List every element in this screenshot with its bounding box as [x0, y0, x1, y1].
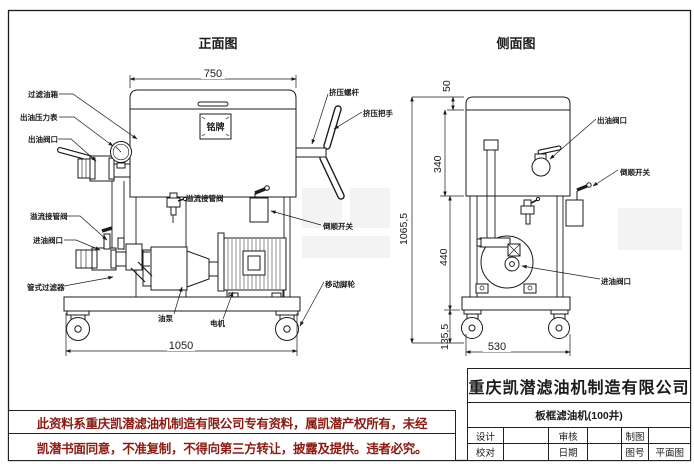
side-reverse-switch — [565, 182, 592, 227]
label-reverse-switch-front: 倒顺开关 — [322, 221, 353, 231]
side-outlet-valve — [531, 145, 562, 177]
disclaimer-line-1: 此资料系重庆凯潜滤油机制造有限公司专有资料，属凯潜产权所有，未经 — [9, 411, 455, 434]
cell-date-value — [588, 444, 622, 460]
caster-wheel-right — [275, 310, 299, 341]
side-view-title: 侧面图 — [496, 36, 535, 51]
title-block: 重庆凯潜滤油机制造有限公司 板框滤油机(100井) 设计 审核 制图 校对 日期… — [467, 368, 691, 461]
pump-and-motor — [142, 232, 287, 298]
label-caster: 移动脚轮 — [325, 279, 355, 289]
product-name: 板框滤油机(100井) — [468, 403, 690, 428]
label-press-handle: 挤压把手 — [363, 108, 393, 118]
label-press-screw: 挤压螺杆 — [329, 87, 359, 97]
disclaimer-line-2: 凯潜书面同意，不准复制，不得向第三方转让，披露及提供。违者必究。 — [36, 441, 428, 456]
inlet-valve-assembly — [75, 226, 153, 283]
label-motor: 电机 — [210, 318, 225, 328]
label-side-reverse-switch: 倒顺开关 — [619, 167, 650, 177]
disclaimer-box: 此资料系重庆凯潜滤油机制造有限公司专有资料，属凯潜产权所有，未经 凯潜书面同意，… — [8, 410, 456, 461]
side-pump — [475, 196, 541, 294]
leader-lines — [58, 93, 619, 327]
cell-proof-value — [504, 444, 550, 460]
side-dimensions — [410, 96, 571, 356]
dim-overall-height: 1065,5 — [398, 213, 410, 245]
nameplate-text: 铭牌 — [206, 121, 224, 132]
cell-drawing-no: 图号 — [622, 444, 650, 460]
label-outlet-pressure-gauge: 出油压力表 — [20, 112, 58, 122]
outlet-valve-assembly — [57, 141, 132, 182]
label-overflow-pipe-valve-mid: 溢流接管阀 — [186, 193, 224, 203]
cell-design: 设计 — [468, 428, 504, 443]
cell-date: 日期 — [549, 444, 588, 460]
dim-base-height: 135,5 — [439, 324, 451, 350]
front-view-title: 正面图 — [198, 36, 237, 51]
cell-design-value — [504, 428, 550, 443]
dim-tank-width: 750 — [204, 68, 222, 80]
dim-frame-width: 530 — [488, 341, 506, 353]
side-view-geometry — [461, 96, 592, 339]
dim-lid-height: 50 — [441, 80, 453, 92]
cell-draft: 制图 — [622, 428, 650, 443]
label-oil-pump: 油泵 — [158, 313, 173, 323]
inlet-valve-port-shape — [504, 256, 520, 272]
cell-drawing-name: 平面图 — [655, 448, 684, 459]
side-caster-left — [461, 309, 483, 339]
side-caster-right — [548, 309, 570, 339]
title-block-row-2: 校对 日期 图号 平面图 — [468, 444, 690, 460]
press-screw-handle-shape — [295, 105, 345, 200]
dim-overall-width: 1050 — [169, 340, 193, 352]
cell-review-value — [588, 428, 622, 443]
cell-review: 审核 — [549, 428, 588, 443]
label-tube-filter: 管式过滤器 — [27, 282, 65, 292]
dim-tank-height: 340 — [432, 155, 444, 173]
label-inlet-valve-port: 进油阀口 — [33, 235, 63, 245]
cell-draft-value — [649, 428, 690, 443]
oil-pump-body — [150, 246, 188, 291]
caster-wheel-left — [66, 310, 90, 341]
overflow-valve-mid-shape — [166, 192, 188, 223]
cell-proof: 校对 — [468, 444, 504, 460]
nameplate-box — [199, 113, 232, 140]
watermark-blocks — [302, 188, 682, 258]
front-view-geometry — [57, 89, 345, 341]
label-side-outlet-valve-port: 出油阀口 — [597, 115, 627, 125]
company-name: 重庆凯潜滤油机制造有限公司 — [468, 369, 690, 403]
label-filter-tank: 过滤油箱 — [28, 89, 58, 99]
reverse-switch-front-shape — [249, 185, 270, 223]
front-dimensions — [65, 67, 298, 356]
front-tank — [129, 89, 297, 198]
label-outlet-valve-port: 出油阀口 — [28, 134, 58, 144]
tube-filter-shape — [130, 261, 153, 283]
label-overflow-pipe-valve-left: 溢流接管阀 — [30, 211, 68, 221]
dim-frame-height: 440 — [438, 248, 450, 266]
label-side-inlet-valve-port: 进油阀口 — [601, 276, 631, 286]
title-block-row-1: 设计 审核 制图 — [468, 428, 690, 444]
